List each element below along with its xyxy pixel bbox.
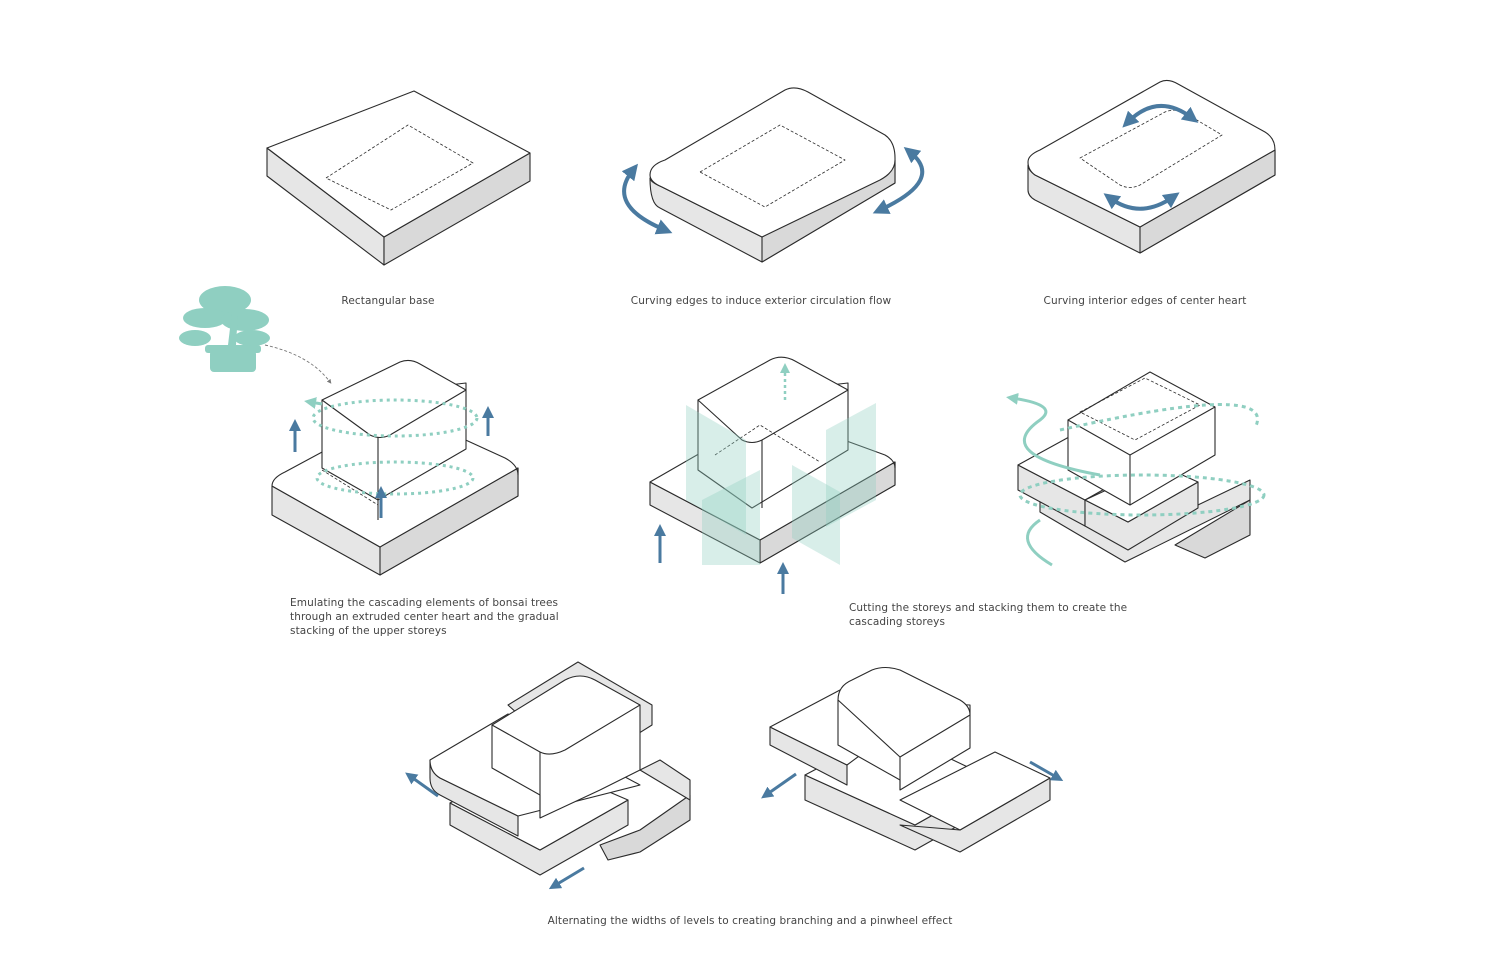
caption-cutting: Cutting the storeys and stacking them to… <box>849 601 1127 629</box>
caption-line: stacking of the upper storeys <box>290 625 447 637</box>
bonsai-tree-icon <box>179 286 270 372</box>
stacked-storeys-block <box>1017 371 1251 563</box>
caption-rectangular-base: Rectangular base <box>341 295 435 307</box>
caption-bonsai: Emulating the cascading elements of bons… <box>290 596 559 638</box>
circulation-arrow-icon <box>289 406 494 518</box>
caption-alternating: Alternating the widths of levels to crea… <box>547 915 953 927</box>
circulation-arrow-icon <box>621 146 925 235</box>
circulation-arrow-icon <box>405 772 585 890</box>
pinwheel-block-b <box>769 666 1051 853</box>
curving-interior-block <box>1027 79 1276 254</box>
section-plane <box>686 403 876 565</box>
circulation-arrow-icon <box>654 524 789 594</box>
caption-line: cascading storeys <box>849 616 946 628</box>
caption-line: through an extruded center heart and the… <box>290 611 559 623</box>
caption-line: Emulating the cascading elements of bons… <box>290 597 559 609</box>
circulation-arrow-icon <box>761 760 1064 799</box>
rectangular-base-block <box>266 90 531 266</box>
pinwheel-block-a <box>429 661 691 876</box>
cutting-storeys-block <box>649 356 896 564</box>
spiral-flow-indicator <box>1006 392 1266 567</box>
spiral-flow-indicator <box>311 398 479 496</box>
circulation-arrow-icon <box>1103 103 1199 211</box>
curving-edges-block <box>649 87 896 263</box>
caption-line: Cutting the storeys and stacking them to… <box>849 602 1128 614</box>
caption-curving-interior: Curving interior edges of center heart <box>1043 295 1247 307</box>
reference-arrow <box>264 344 332 384</box>
bonsai-massing-block <box>271 359 519 576</box>
caption-curving-edges: Curving edges to induce exterior circula… <box>630 295 892 307</box>
